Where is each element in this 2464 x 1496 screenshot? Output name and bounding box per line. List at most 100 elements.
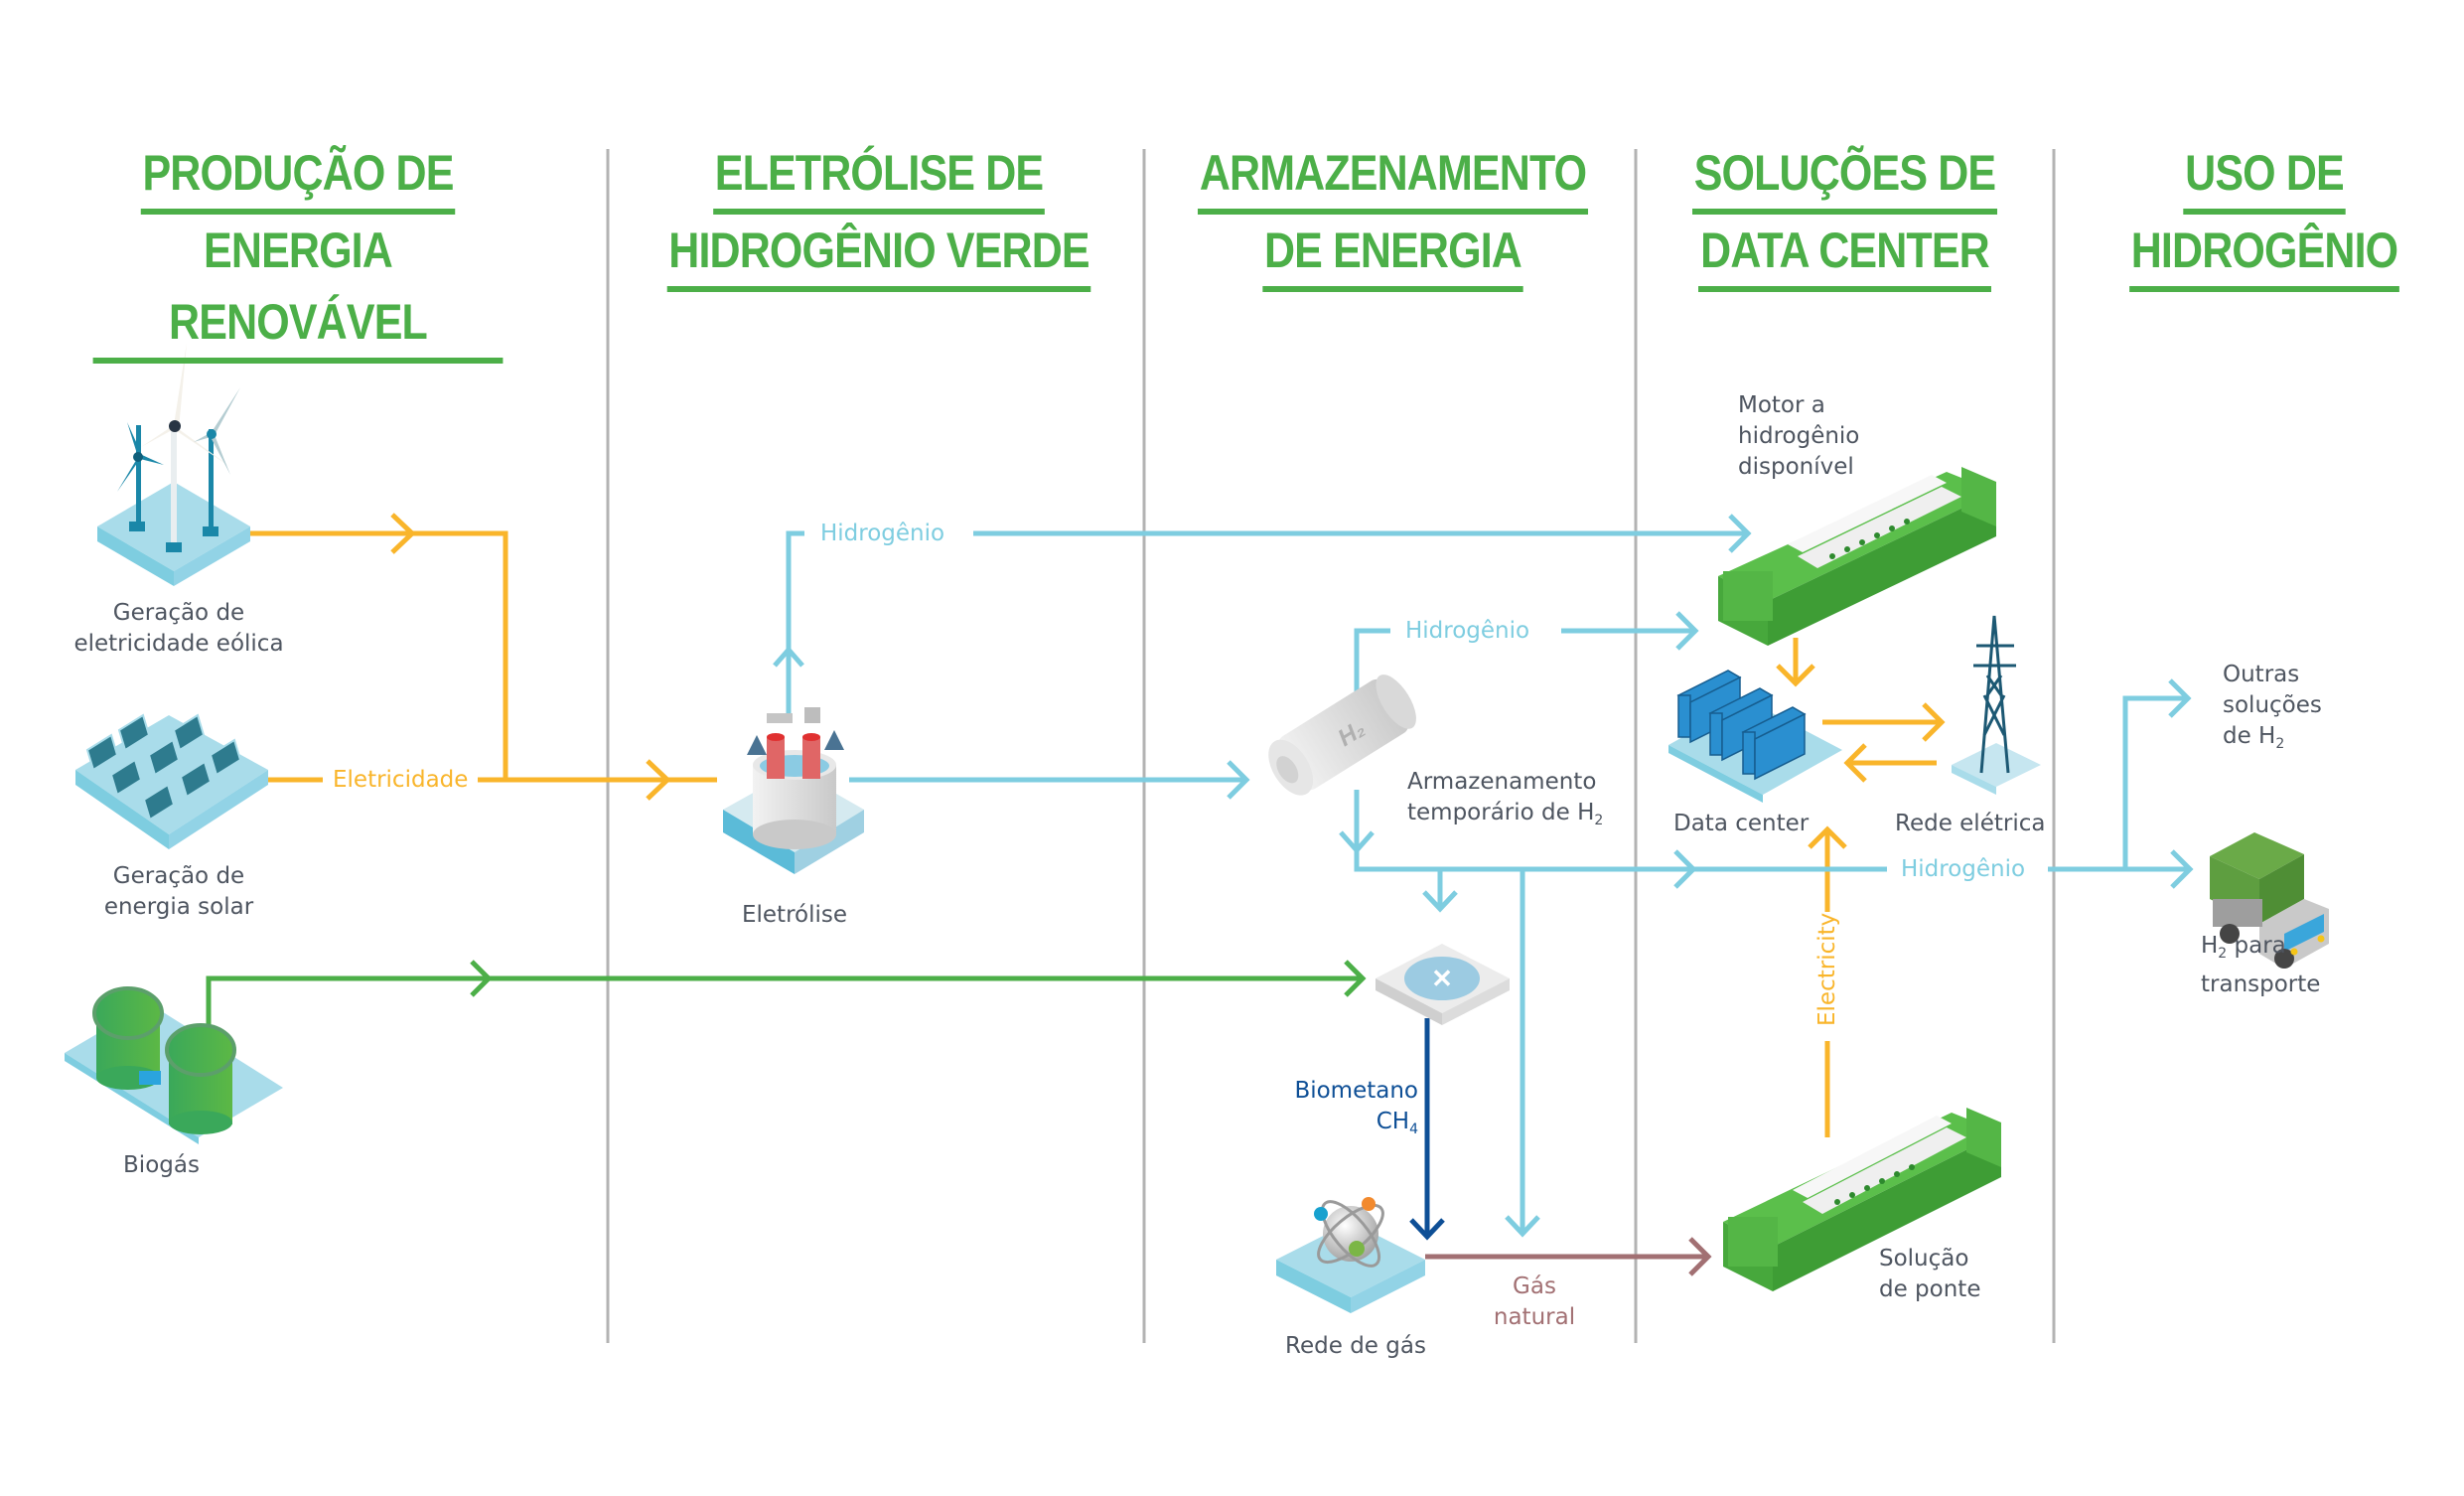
column-header-renewable: PRODUÇÃO DE ENERGIA RENOVÁVEL [92,137,504,364]
label-line: soluções [2223,692,2322,718]
arrow-datacenter-up [1808,825,1847,849]
label-line: Biogás [123,1152,200,1178]
label-other-h2: Outras soluções de H2 [2223,660,2322,760]
label-line: disponível [1738,454,1854,480]
header-line-1: USO DE [2183,137,2346,215]
label-line: natural [1493,1304,1576,1330]
electricity-flows [243,513,1946,1137]
label-bridge: Solução de ponte [1879,1244,1980,1305]
arrow-h2-engine [1728,514,1752,553]
biomethane-flows [1409,1018,1445,1241]
arrow-to-grid [1922,702,1946,742]
subscript: 2 [1594,813,1604,828]
label-electrolysis: Eletrólise [695,900,894,931]
label-text: CH [1376,1109,1410,1134]
arrow-storage-down [1339,830,1375,854]
svg-text:✕: ✕ [1431,964,1453,993]
subscript: 2 [2218,946,2228,962]
label-line: de H2 [2223,721,2322,760]
label-wind: Geração de eletricidade eólica [40,598,318,660]
arrow-biogas-2 [1344,960,1367,997]
header-line-1: SOLUÇÕES DE [1692,137,1997,215]
column-header-electrolysis: ELETRÓLISE DE HIDROGÊNIO VERDE [661,137,1097,292]
arrow-wind [390,513,416,554]
header-line-2: ENERGIA RENOVÁVEL [92,215,504,364]
arrow-upgrader [1422,890,1458,913]
label-power-grid: Rede elétrica [1895,809,2045,839]
gas-engine-icon [1723,1108,2001,1291]
header-line-2: DE ENERGIA [1262,215,1523,292]
flow-label-hydrogen-use: Hidrogênio [1891,854,2036,884]
server-racks-icon [1668,670,1842,803]
label-line: Armazenamento [1407,769,1597,795]
label-line: Geração de [112,600,245,626]
electrolyzer-icon [723,707,864,874]
label-data-center: Data center [1673,809,1809,839]
biomethane-upgrader-icon: ✕ [1376,944,1510,1025]
label-line: temporário de H2 [1407,798,1603,836]
column-header-datacenter: SOLUÇÕES DE DATA CENTER [1671,137,2017,292]
h2-branch-up [2122,695,2188,869]
biogas-tanks-icon [65,986,283,1144]
label-line: Gás [1513,1273,1556,1299]
biogas-flows [206,960,1367,1033]
arrow-biomethane [1409,1218,1445,1241]
label-biogas: Biogás [60,1150,263,1181]
column-dividers [606,149,2056,1343]
flow-label-hydrogen-storage: Hidrogênio [1395,616,1540,646]
label-line: Biometano [1294,1078,1418,1104]
subscript: 4 [1409,1122,1418,1137]
label-text: de H [2223,723,2276,749]
arrow-h2-engine-2 [1675,611,1699,651]
arrow-biogas-1 [470,960,493,997]
flow-label-hydrogen-top: Hidrogênio [810,519,955,548]
flow-label-electricity: Eletricidade [323,765,479,795]
h2-tank-icon: H₂ [1268,674,1416,796]
hydrogen-engine-icon [1718,467,1996,646]
label-line: Solução [1879,1246,1969,1272]
truck-icon [2210,832,2329,969]
arrow-gasgrid-h2 [1505,1215,1540,1238]
label-line: H2 para [2201,931,2320,970]
header-line-2: HIDROGÊNIO VERDE [666,215,1091,292]
arrow-h2-up [773,646,804,668]
arrow-electrolysis-in [646,759,671,801]
header-line-1: PRODUÇÃO DE [140,137,456,215]
label-line: Eletrólise [741,902,848,928]
gas-grid-icon [1276,1197,1425,1313]
column-header-hydrogen-use: USO DE HIDROGÊNIO [2090,137,2440,292]
biogas-line [206,975,1363,1033]
hydrogen-flows [773,514,2194,1238]
arrow-storage-in [1227,760,1250,800]
electrolysis-up-line [786,530,804,715]
subscript: 2 [2275,736,2285,752]
header-line-1: ELETRÓLISE DE [713,137,1045,215]
storage-up-line [1354,628,1390,695]
label-h2-engine: Motor a hidrogênio disponível [1738,390,1859,483]
arrow-natural-gas [1688,1237,1712,1276]
arrow-datacenter-down [1776,664,1815,687]
arrow-truck [2170,849,2194,889]
storage-down-line [1354,790,1887,872]
header-line-1: ARMAZENAMENTO [1198,137,1588,215]
natural-gas-flows [1425,1237,1712,1276]
label-solar: Geração de energia solar [40,861,318,923]
label-line: Rede de gás [1285,1333,1426,1359]
label-transport: H2 para transporte [2201,931,2320,1000]
label-line: de ponte [1879,1276,1981,1302]
header-line-2: DATA CENTER [1698,215,1991,292]
header-line-2: HIDROGÊNIO [2129,215,2399,292]
label-line: hidrogênio [1738,423,1860,449]
label-text: para [2227,933,2286,959]
label-text: H [2201,933,2219,959]
label-line: Motor a [1738,392,1825,418]
arrow-h2-dc [1673,849,1697,889]
label-line: Outras [2223,662,2300,687]
solar-panels-icon [75,713,268,849]
label-text: temporário de H [1407,800,1595,825]
flow-label-natural-gas: Gás natural [1470,1272,1599,1333]
column-header-storage: ARMAZENAMENTO DE ENERGIA [1190,137,1596,292]
arrow-from-grid [1843,743,1867,783]
wind-to-bus-line [243,530,508,780]
